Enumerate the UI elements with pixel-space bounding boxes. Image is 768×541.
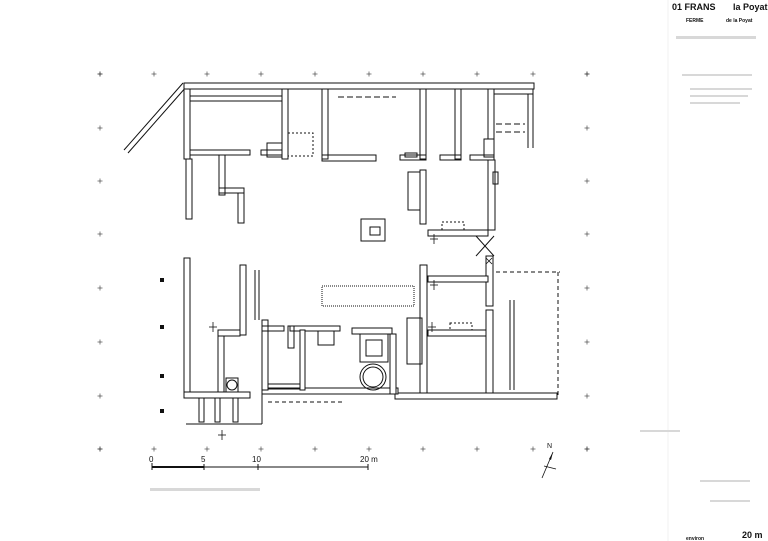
scale-tick-0: 0 <box>149 455 154 464</box>
title-left: 01 FRANS <box>672 2 716 12</box>
footer-note: environ <box>686 536 704 541</box>
subtitle-right: de la Poyat <box>726 18 753 24</box>
footer-scale: 20 m <box>742 530 763 540</box>
scale-tick-20: 20 m <box>360 455 378 464</box>
subtitle-left: FERME <box>686 18 704 24</box>
title-right: la Poyat <box>733 2 768 12</box>
north-arrow: N <box>541 443 557 479</box>
north-label: N <box>547 443 552 450</box>
scale-tick-10: 10 <box>252 455 261 464</box>
grid-crosses <box>97 71 590 452</box>
door-markers <box>209 234 493 440</box>
building-walls <box>123 82 560 425</box>
footer: environ 20 m <box>686 530 763 541</box>
title-block: 01 FRANS la Poyat FERME de la Poyat <box>672 2 768 24</box>
margin-markers <box>160 278 164 413</box>
faint-marks <box>150 0 756 541</box>
scale-tick-5: 5 <box>201 455 206 464</box>
scale-bar: 0 5 10 20 m <box>149 455 378 470</box>
